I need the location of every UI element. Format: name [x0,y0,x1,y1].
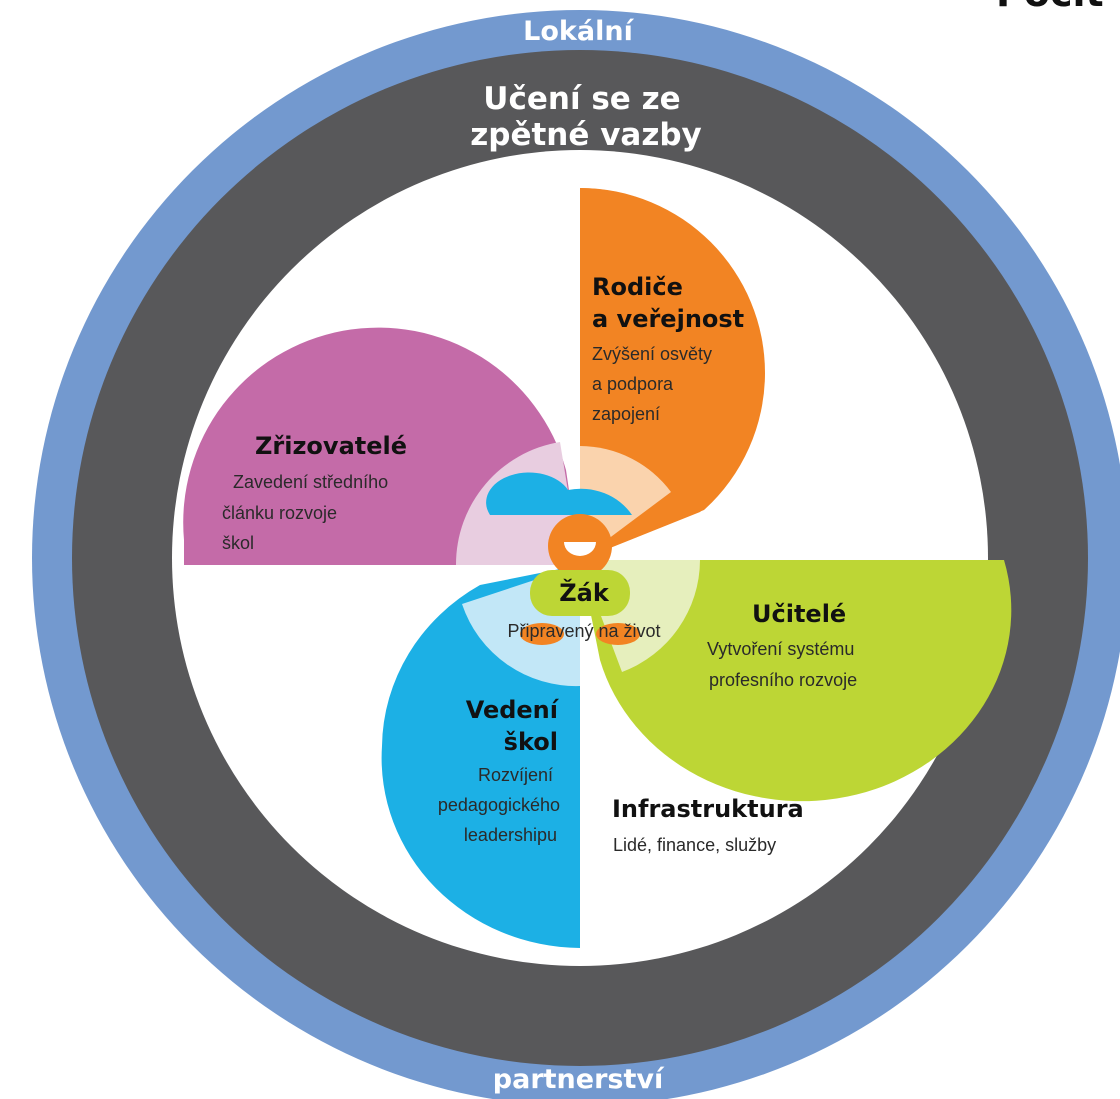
inner-ring-label-line1: Učení se ze [483,81,680,117]
infrastruktura-body: Lidé, finance, služby [613,835,776,855]
ucitele-title: Učitelé [752,600,846,628]
student-smile-icon [564,542,596,556]
sector-ucitele [580,560,1012,802]
student-left-hand-icon [520,623,564,645]
zrizovatele-title: Zřizovatelé [255,432,407,460]
outer-ring-bottom-label: partnerství [493,1064,665,1095]
vedeni-title-line1: Vedení [466,696,560,724]
vedeni-body-line3: leadershipu [464,825,557,845]
student-cap-icon [486,472,632,515]
vedeni-body-line2: pedagogického [438,795,560,815]
corner-title-fragment: Pocit [996,0,1104,15]
outer-ring-top-label: Lokální [523,16,634,47]
rodice-title-line2: a veřejnost [592,305,744,333]
zrizovatele-body-line2: článku rozvoje [222,503,337,523]
vedeni-body-line1: Rozvíjení [478,765,553,785]
rodice-title-line1: Rodiče [592,273,683,301]
rodice-body-line1: Zvýšení osvěty [592,344,712,364]
inner-ring-label-line2: zpětné vazby [470,117,702,153]
center-title: Žák [559,578,610,607]
rodice-body-line2: a podpora [592,374,674,394]
ucitele-body-line2: profesního rozvoje [709,670,857,690]
student-right-hand-icon [596,623,640,645]
student-body-icon [530,570,630,616]
ucitele-body-line1: Vytvoření systému [707,639,854,659]
rodice-body-line3: zapojení [592,404,660,424]
zrizovatele-body-line3: škol [222,533,254,553]
center-subtitle: Připravený na život [507,621,660,641]
vedeni-title-line2: škol [504,728,558,756]
infrastruktura-title: Infrastruktura [612,795,804,823]
zrizovatele-body-line1: Zavedení středního [233,472,388,492]
